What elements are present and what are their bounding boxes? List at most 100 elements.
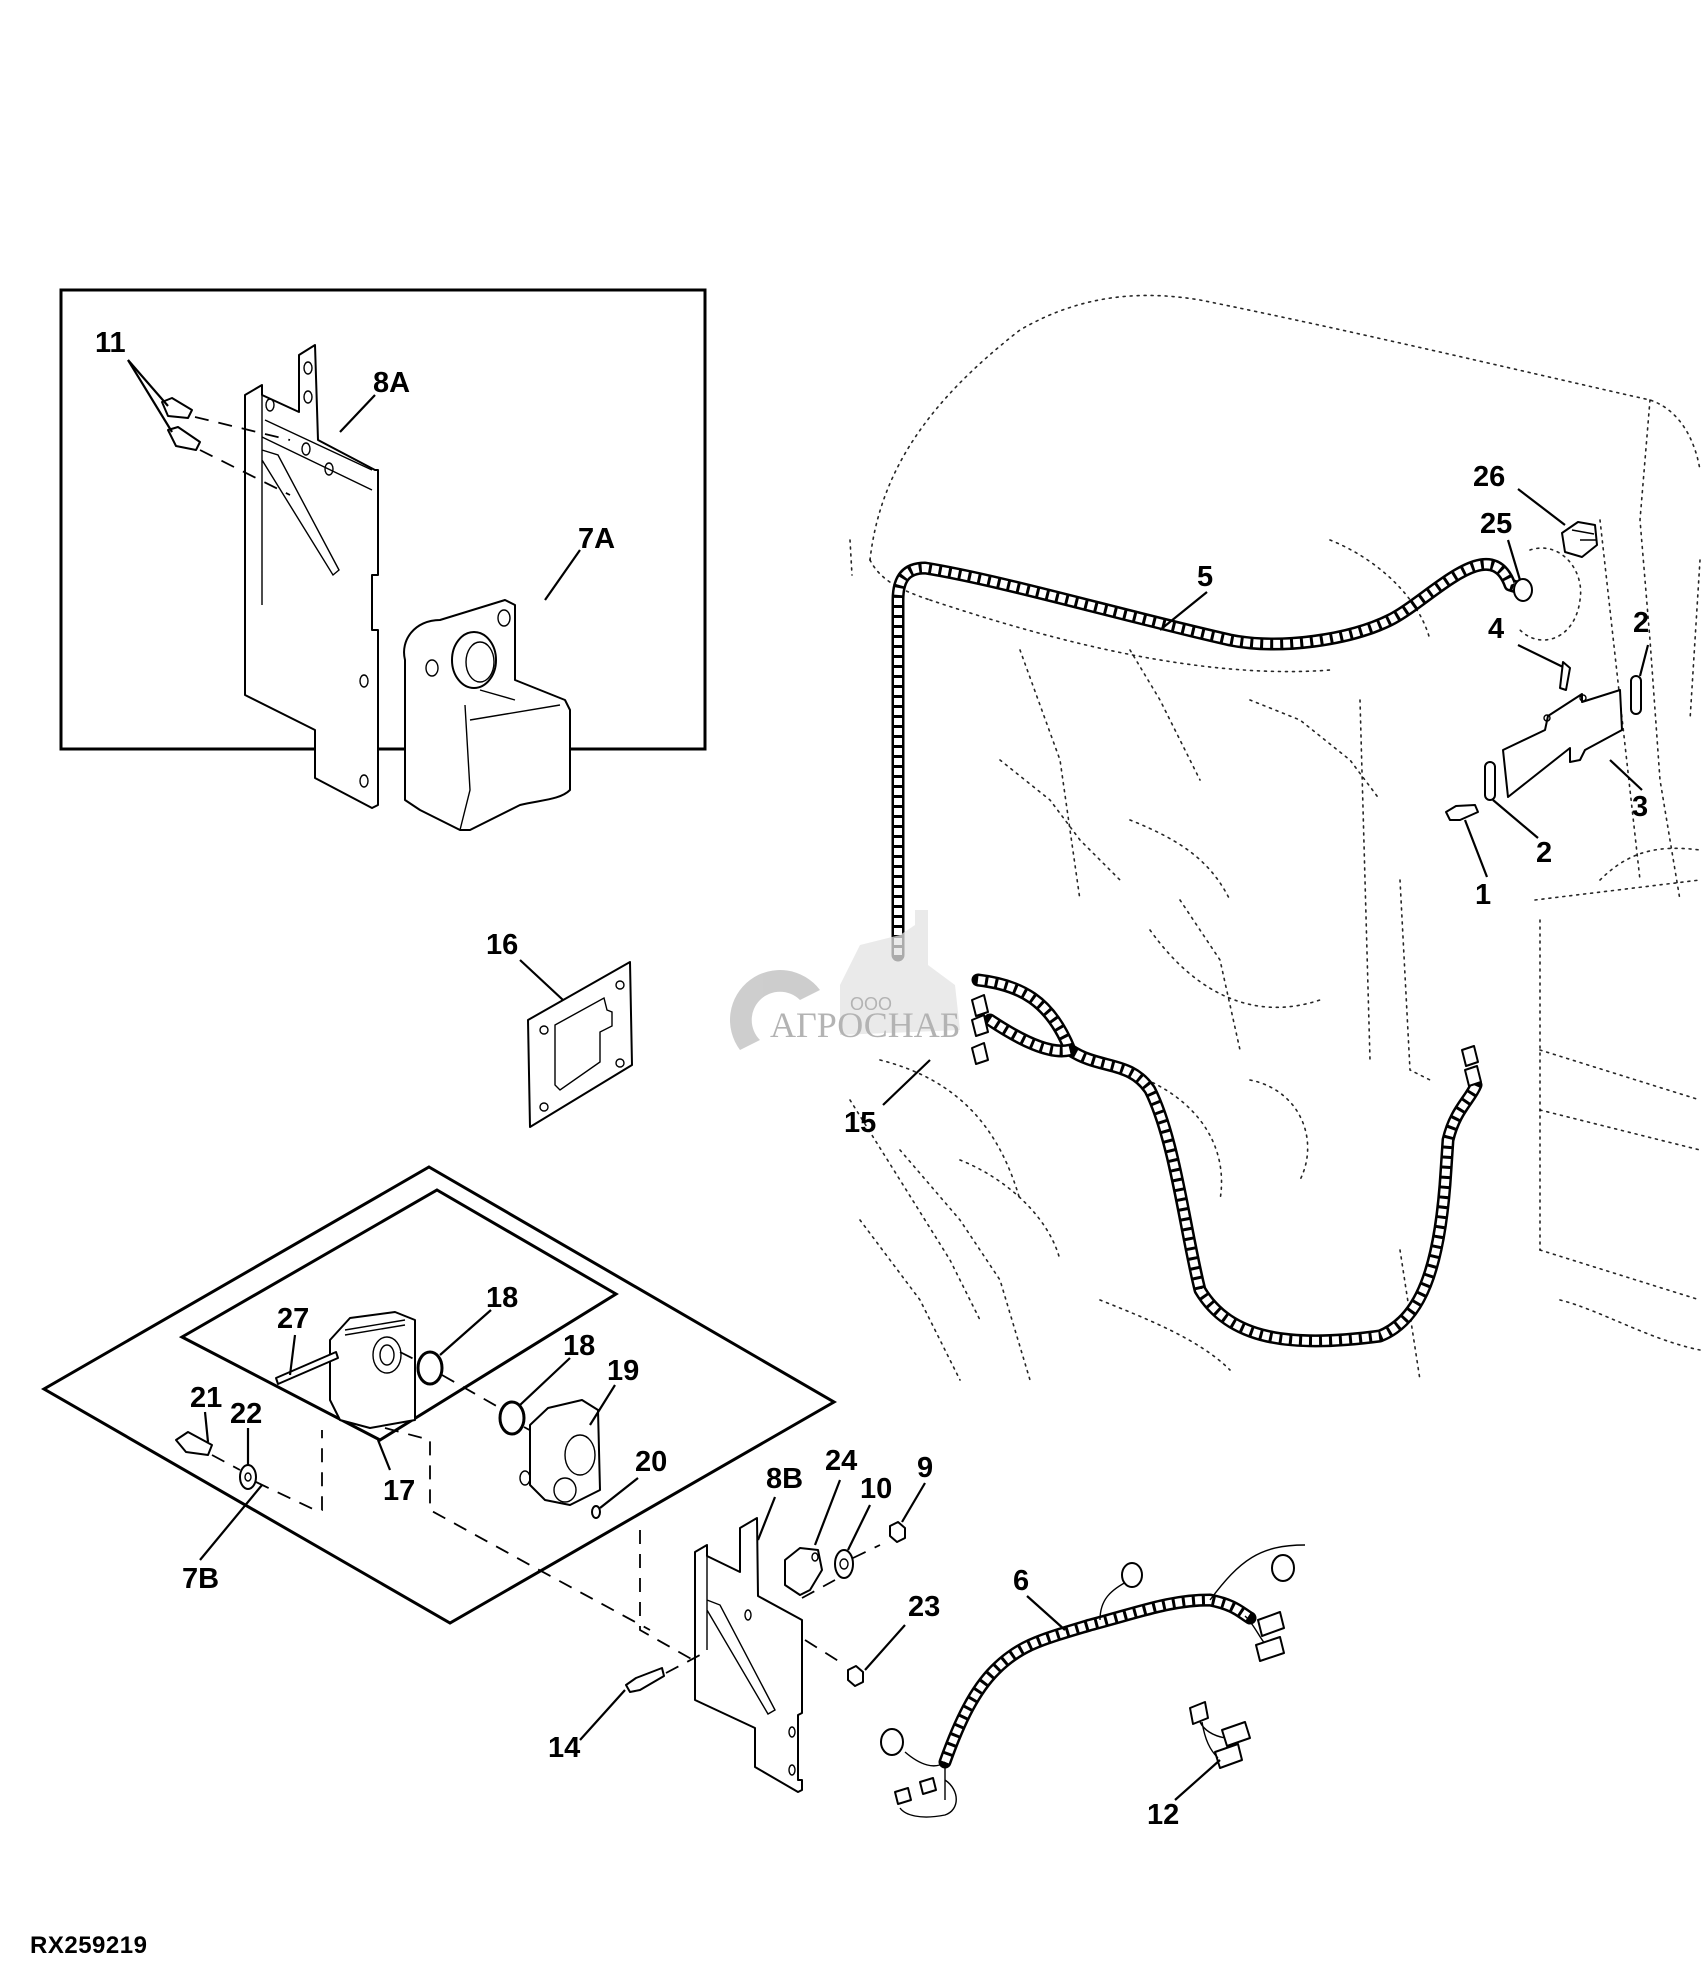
leader-line-25 (1506, 539, 1522, 581)
leader-line-14 (579, 1689, 626, 1741)
leader-line-16 (519, 959, 564, 1001)
part-16-gasket (527, 961, 633, 1128)
callout-label-18: 18 (563, 1330, 595, 1362)
part-19-socket (519, 1399, 601, 1506)
leader-line-15 (882, 1059, 931, 1106)
callout-label-2: 2 (1536, 837, 1552, 869)
part-7A-housing (403, 599, 571, 831)
figure-code: RX259219 (30, 1932, 148, 1959)
leader-line-3 (1609, 759, 1643, 791)
assembly-dash-21-22 (211, 1430, 323, 1511)
callout-label-10: 10 (860, 1473, 892, 1505)
callout-label-23: 23 (908, 1591, 940, 1623)
callout-label-21: 21 (190, 1382, 222, 1414)
callout-label-7A: 7A (578, 523, 615, 555)
leader-line-8A (339, 394, 376, 433)
part-12-jumper-harness (1189, 1701, 1251, 1769)
callout-label-27: 27 (277, 1303, 309, 1335)
leader-line-24 (813, 1479, 842, 1546)
inset-diamond-7B (40, 1165, 837, 1625)
callout-label-7B: 7B (182, 1563, 219, 1595)
inset-box-7A-8A (59, 288, 707, 751)
part-3-bracket (1502, 689, 1623, 798)
callout-label-8A: 8A (373, 367, 410, 399)
part-24-clamp (784, 1547, 823, 1596)
leader-line-20 (599, 1477, 639, 1509)
callout-label-2: 2 (1633, 607, 1649, 639)
leader-line-23 (864, 1624, 906, 1671)
part-26-connector (1561, 521, 1598, 558)
callout-label-12: 12 (1147, 1799, 1179, 1831)
leader-line-2 (1492, 799, 1539, 839)
part-14-cap-screw (625, 1667, 665, 1693)
callout-label-15: 15 (844, 1107, 876, 1139)
callout-label-22: 22 (230, 1398, 262, 1430)
part-20-o-ring (591, 1505, 601, 1519)
part-17-socket-housing (329, 1311, 416, 1429)
part-18-o-rings (399, 1350, 536, 1436)
tractor-cab-ghost-outline (849, 294, 1701, 1381)
leader-line-7B (199, 1484, 263, 1561)
leader-line-26 (1517, 488, 1566, 526)
watermark-logo: ООО АГРОСНАБ (729, 910, 960, 1050)
part-6-wiring-harness (880, 1544, 1306, 1818)
part-25-grommet (1513, 578, 1533, 602)
watermark-name: АГРОСНАБ (770, 1005, 960, 1045)
part-9-nut (889, 1521, 906, 1543)
part-5-wiring-harness (891, 557, 1527, 962)
leader-line-4 (1517, 644, 1564, 668)
leader-line-8B (756, 1496, 777, 1541)
callout-label-20: 20 (635, 1446, 667, 1478)
part-22-washer (239, 1464, 257, 1490)
leader-line-10 (847, 1504, 871, 1551)
leader-line-19 (589, 1384, 616, 1426)
part-10-washer (834, 1549, 854, 1579)
leader-line-7A (544, 549, 581, 601)
leader-line-17 (376, 1439, 392, 1471)
part-21-cap-screw (175, 1431, 213, 1456)
leader-line-21 (203, 1411, 210, 1443)
watermark-harvester-icon (840, 910, 960, 1035)
callout-label-8B: 8B (766, 1463, 803, 1495)
leader-line-12 (1174, 1759, 1221, 1801)
callout-label-5: 5 (1197, 561, 1213, 593)
leader-line-27 (288, 1334, 297, 1376)
callout-label-11: 11 (95, 327, 126, 359)
callout-label-6: 6 (1013, 1565, 1029, 1597)
part-8B-bracket (694, 1517, 803, 1793)
part-23-nut (847, 1665, 864, 1687)
leader-line-1 (1463, 819, 1489, 878)
part-4-screw (1559, 661, 1571, 691)
watermark-prefix: ООО (850, 994, 892, 1014)
part-15-wiring-harness (971, 973, 1483, 1348)
leader-line-5 (1159, 591, 1208, 631)
leader-line-18 (439, 1309, 492, 1356)
leader-line-18 (519, 1357, 571, 1406)
inset-diamond-17 (178, 1188, 619, 1442)
part-11-cap-screws (161, 397, 291, 496)
callout-label-24: 24 (825, 1445, 857, 1477)
watermark-gear-icon (729, 969, 820, 1050)
leader-line-11 (127, 359, 169, 407)
callout-label-4: 4 (1488, 613, 1504, 645)
callout-label-26: 26 (1473, 461, 1505, 493)
callout-label-9: 9 (917, 1452, 933, 1484)
callout-label-19: 19 (607, 1355, 639, 1387)
assembly-dash-17-8B (384, 1427, 703, 1666)
leader-line-11 (127, 359, 173, 433)
part-2-strap-lower (1484, 761, 1496, 801)
part-27-pin (275, 1351, 339, 1385)
leader-line-9 (901, 1482, 926, 1523)
leader-line-2 (1638, 644, 1650, 677)
part-1-cap-screw (1445, 804, 1479, 821)
callout-label-17: 17 (383, 1475, 415, 1507)
callout-label-18: 18 (486, 1282, 518, 1314)
callout-label-1: 1 (1475, 879, 1491, 911)
part-8A-bracket (244, 344, 379, 809)
callout-label-14: 14 (548, 1732, 580, 1764)
part-2-strap-upper (1630, 675, 1642, 715)
leader-line-6 (1026, 1595, 1066, 1631)
callout-label-25: 25 (1480, 508, 1512, 540)
